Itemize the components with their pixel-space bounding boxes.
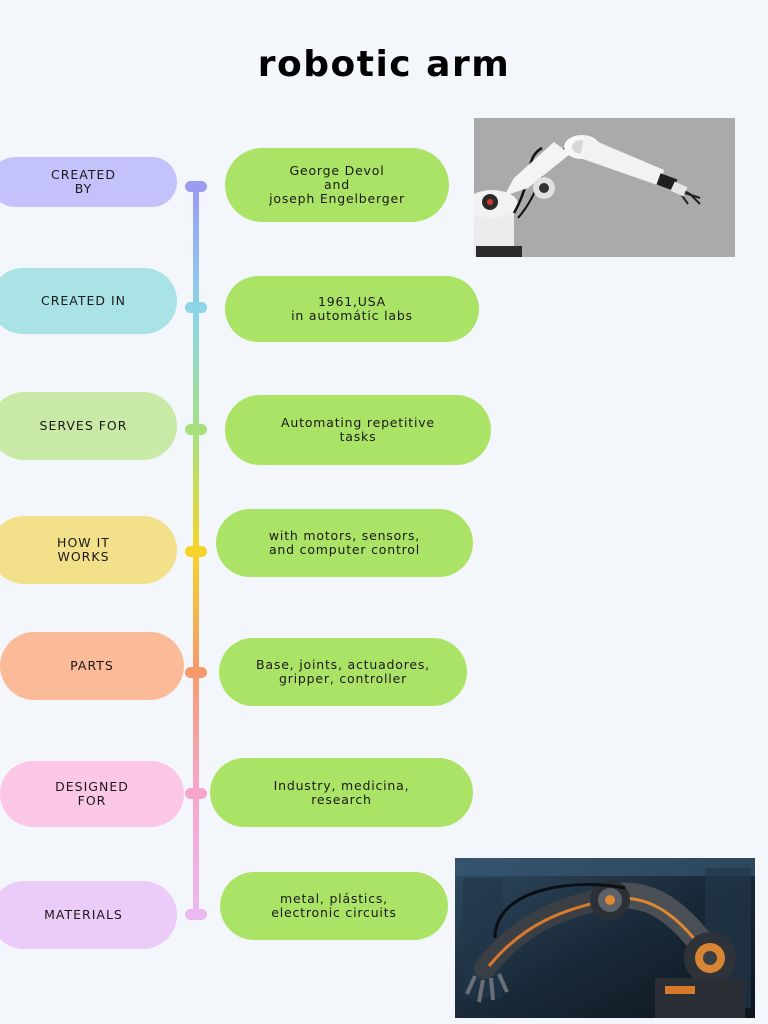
robot-arm-photo (474, 118, 735, 257)
answer-designed-for: Industry, medicina, research (210, 758, 473, 827)
label-how-it-works: HOW IT WORKS (0, 516, 177, 584)
answer-created-by: George Devol and joseph Engelberger (225, 148, 449, 222)
industrial-robot-illustration (455, 858, 755, 1018)
page-title: robotic arm (257, 44, 511, 85)
timeline-node (185, 181, 207, 192)
robot-arm-illustration (474, 118, 735, 257)
answer-materials: metal, plástics, electronic circuits (220, 872, 448, 940)
timeline-node (185, 546, 207, 557)
timeline-node (185, 909, 207, 920)
answer-how-it-works: with motors, sensors, and computer contr… (216, 509, 473, 577)
answer-created-in: 1961,USA in automátic labs (225, 276, 479, 342)
robot-arm-render (455, 858, 755, 1018)
timeline-node (185, 302, 207, 313)
timeline-node (185, 788, 207, 799)
label-serves-for: SERVES FOR (0, 392, 177, 460)
label-created-by: CREATED BY (0, 157, 177, 207)
label-materials: MATERIALS (0, 881, 177, 949)
label-designed-for: DESIGNED FOR (0, 761, 184, 827)
timeline-node (185, 424, 207, 435)
label-parts: PARTS (0, 632, 184, 700)
answer-serves-for: Automating repetitive tasks (225, 395, 491, 465)
answer-parts: Base, joints, actuadores, gripper, contr… (219, 638, 467, 706)
timeline-node (185, 667, 207, 678)
label-created-in: CREATED IN (0, 268, 177, 334)
